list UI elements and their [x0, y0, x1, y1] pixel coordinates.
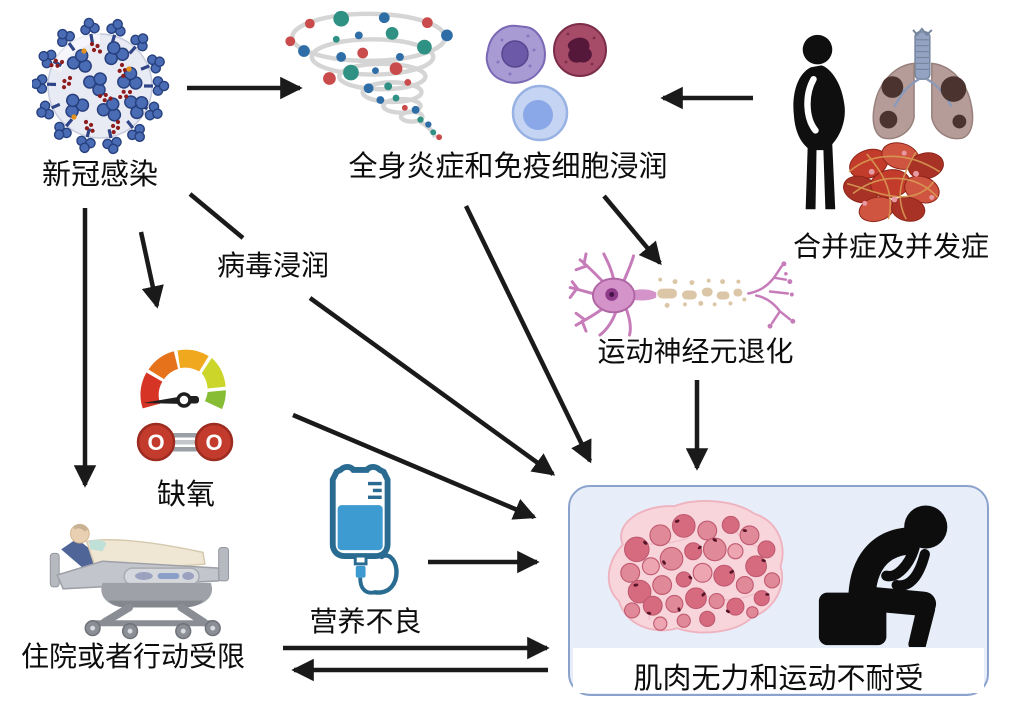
hospital-bed-icon [49, 523, 230, 640]
cytokine-storm-icon [285, 10, 453, 141]
connector-covid-to-viral-infiltration [188, 192, 245, 240]
outcome-label-strip [573, 648, 984, 693]
label-comorbidities: 合并症及并发症 [792, 231, 989, 262]
arrow-inflammation-to-neuron [602, 194, 662, 266]
neuron-icon [568, 252, 796, 337]
oxygen-atom-letter: O [147, 430, 164, 455]
node-immune-cells [482, 18, 617, 143]
iv-bag-icon [329, 464, 399, 595]
arrow-hypoxia-to-outcome [292, 412, 537, 520]
label-malnutrition: 营养不良 [309, 606, 422, 637]
node-malnutrition [318, 464, 418, 606]
node-motor-neuron [562, 248, 800, 342]
node-comorbidities [778, 24, 990, 226]
label-systemic-inflammation: 全身炎症和免疫细胞浸润 [348, 151, 668, 183]
label-hypoxia: 缺氧 [156, 479, 215, 511]
label-motor-neuron-degeneration: 运动神经元退化 [597, 336, 794, 367]
oxygen-atom-letter: O [205, 430, 222, 455]
label-viral-infiltration: 病毒浸润 [216, 250, 329, 281]
comorbidities-icon-group [793, 27, 974, 223]
coronavirus-icon [29, 15, 171, 157]
label-covid-infection: 新冠感染 [41, 159, 158, 191]
node-hypoxia: O O [122, 342, 247, 467]
label-hospitalization-immobility: 住院或者行动受限 [20, 641, 245, 672]
node-hospitalization [32, 512, 237, 640]
muscle-histology-icon [607, 500, 784, 634]
immune-cells-icon [485, 23, 607, 142]
fatigued-person-icon [818, 505, 948, 647]
oxygen-gauge-icon: O O [136, 349, 234, 462]
outcome-box: 肌肉无力和运动不耐受 [568, 485, 989, 696]
node-covid-infection [29, 10, 172, 160]
damaged-lungs-icon [872, 27, 974, 140]
obese-person-icon [793, 34, 845, 210]
arrow-covid-to-hypoxia [138, 231, 164, 309]
node-cytokine-storm [282, 6, 464, 148]
arrow-inflammation-to-outcome [463, 205, 593, 464]
arrow-viral-infiltration-to-outcome [308, 296, 556, 476]
oxygen-molecule-icon: O O [136, 422, 234, 462]
label-muscle-weakness: 肌肉无力和运动不耐受 [633, 663, 924, 695]
blood-clot-icon [843, 142, 944, 223]
